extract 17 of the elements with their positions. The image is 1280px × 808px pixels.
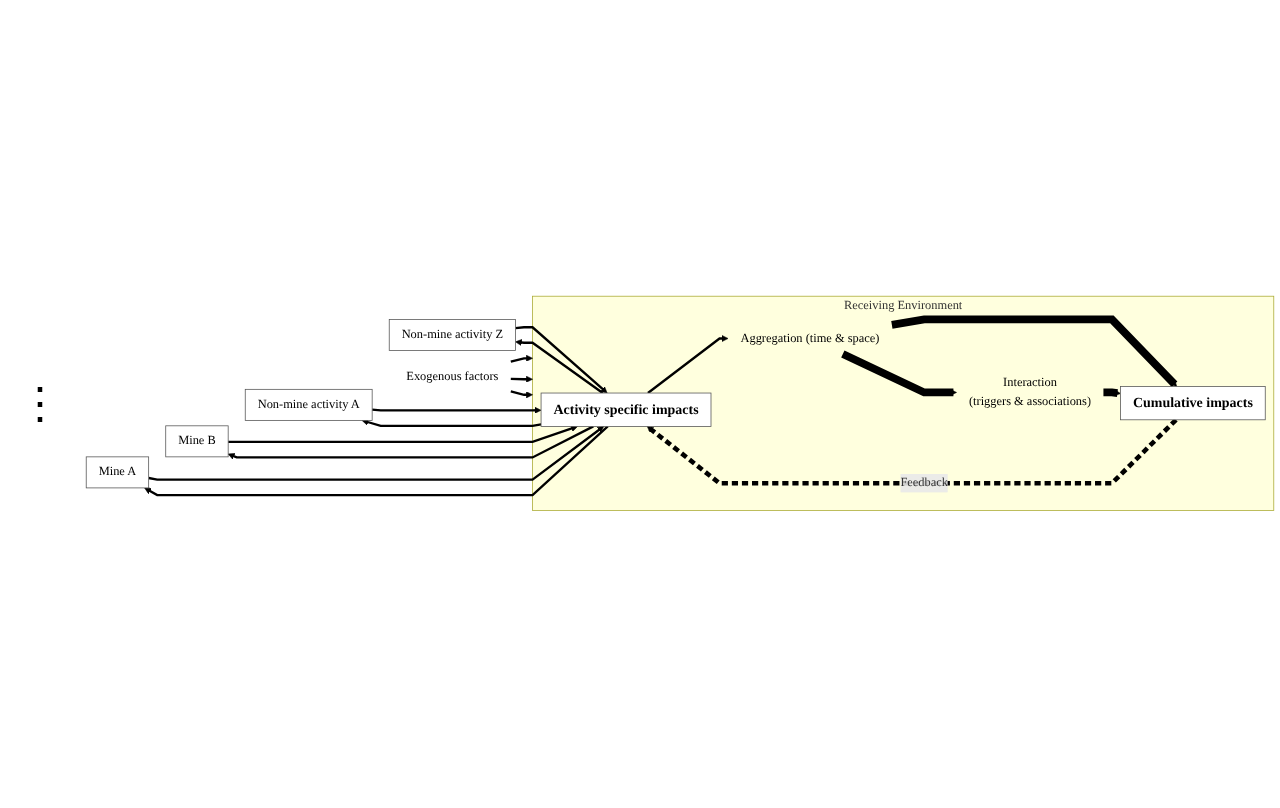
arrow: [148, 426, 604, 482]
arrow: [510, 376, 533, 384]
arrow: [891, 316, 1178, 388]
arrow: [510, 355, 533, 364]
arrow: [510, 390, 533, 399]
arrow: [841, 351, 957, 397]
arrow: [1103, 389, 1121, 398]
arrow: [646, 418, 1178, 487]
arrow: [228, 425, 578, 444]
arrow: [144, 426, 609, 497]
arrow: [361, 419, 542, 428]
ellipsis-label: ⋮: [16, 378, 64, 430]
arrow: [372, 407, 542, 415]
arrow: [647, 335, 729, 395]
arrow: [227, 425, 594, 461]
arrow: [515, 326, 608, 394]
arrow: [515, 339, 604, 395]
